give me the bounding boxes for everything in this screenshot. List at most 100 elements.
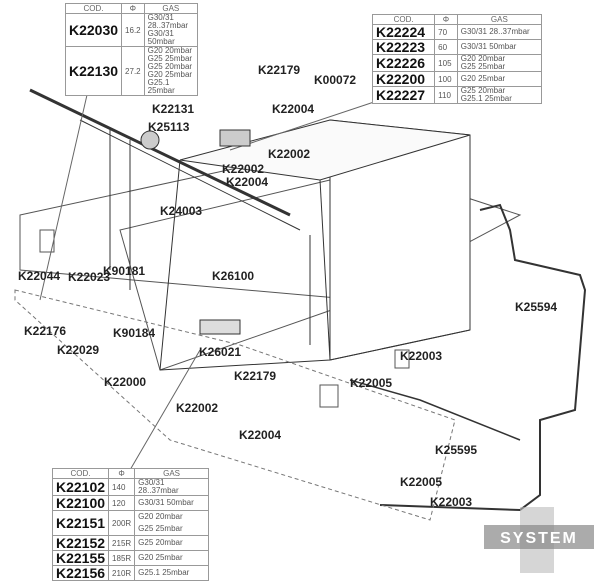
col-header: COD. (64, 3, 123, 14)
system-logo-watermark: SYSTEM (480, 505, 598, 575)
gas: G30/31 50mbar (147, 29, 175, 46)
part-label: K22003 (430, 495, 473, 509)
gas: G25.1 25mbar (460, 94, 512, 103)
part-label: K24003 (160, 204, 203, 218)
gas-valve (199, 319, 241, 335)
gas: G25 25mbar (460, 62, 506, 71)
gas: G30/31 50mbar (460, 42, 517, 51)
leg (394, 349, 410, 369)
col-header: Φ (434, 14, 458, 25)
gas: G25.1 25mbar (138, 568, 190, 577)
part-label: K22002 (268, 147, 311, 161)
code: K22226 (371, 54, 436, 72)
part-label: K22179 (234, 369, 277, 383)
part-label: K22000 (104, 375, 147, 389)
col-header: GAS (456, 14, 543, 25)
gas: G20 20mbar (147, 46, 193, 55)
col-header: GAS (143, 3, 199, 14)
part-label: K25594 (515, 300, 558, 314)
part-label: K22002 (176, 401, 219, 415)
diameter: 70 (434, 24, 458, 40)
code: K22224 (371, 24, 436, 40)
projection-outline (14, 289, 456, 521)
diameter: 120 (108, 495, 136, 511)
leg (319, 384, 339, 408)
code: K22130 (64, 46, 123, 96)
gas: G20 20mbar (460, 54, 506, 63)
part-label: K90181 (103, 264, 146, 278)
part-label: K22003 (400, 349, 443, 363)
diameter: 210R (108, 565, 136, 581)
diameter: 110 (434, 86, 458, 104)
valve-body (219, 129, 251, 147)
leader-line (229, 99, 381, 151)
code: K22227 (371, 86, 436, 104)
diameter: 27.2 (121, 46, 145, 96)
part-label: K26100 (212, 269, 255, 283)
part-label: K25595 (435, 443, 478, 457)
part-label: K22023 (68, 270, 111, 284)
gas: G25 20mbar (147, 62, 193, 71)
part-label: K22029 (57, 343, 100, 357)
diameter: 185R (108, 550, 136, 566)
gas: G25 20mbar (138, 538, 183, 547)
part-label: K26021 (199, 345, 242, 359)
diameter: 215R (108, 535, 136, 551)
code: K22156 (51, 565, 110, 581)
code: K22155 (51, 550, 110, 566)
diameter: 140 (108, 478, 136, 496)
code: K22200 (371, 71, 436, 87)
leader-line (129, 349, 201, 471)
part-label: K22002 (222, 162, 265, 176)
col-header: COD. (51, 468, 110, 479)
part-label: K25113 (148, 120, 190, 134)
part-label: K22005 (400, 475, 443, 489)
code: K22151 (51, 510, 110, 536)
leader-line (39, 59, 96, 301)
part-label: K00072 (314, 73, 357, 87)
gas: G30/31 28..37mbar (138, 478, 179, 495)
col-header: GAS (134, 468, 209, 479)
gas: G20 25mbar (138, 553, 183, 562)
part-label: K22005 (350, 376, 393, 390)
code: K22102 (51, 478, 110, 496)
part-label: K22004 (226, 175, 269, 189)
part-label: K22176 (24, 324, 67, 338)
part-label: K22004 (272, 102, 315, 116)
logo-graphic: SYSTEM (484, 507, 594, 573)
diameter: 105 (434, 54, 458, 72)
diameter: 60 (434, 39, 458, 55)
code: K22152 (51, 535, 110, 551)
col-header: Φ (121, 3, 145, 14)
col-header: COD. (371, 14, 436, 25)
gas: G30/31 50mbar (138, 498, 194, 507)
diameter: 16.2 (121, 13, 145, 47)
gas: G25 25mbar (147, 54, 193, 63)
code: K22223 (371, 39, 436, 55)
gas: G25 20mbar (460, 86, 506, 95)
gas-pipe (379, 203, 587, 512)
part-label: K22044 (18, 269, 61, 283)
diameter: 200R (108, 510, 136, 536)
part-label: K90184 (113, 326, 156, 340)
gas: G20 25mbar (147, 70, 193, 79)
burner-bar (29, 88, 291, 217)
part-label: K22004 (239, 428, 282, 442)
